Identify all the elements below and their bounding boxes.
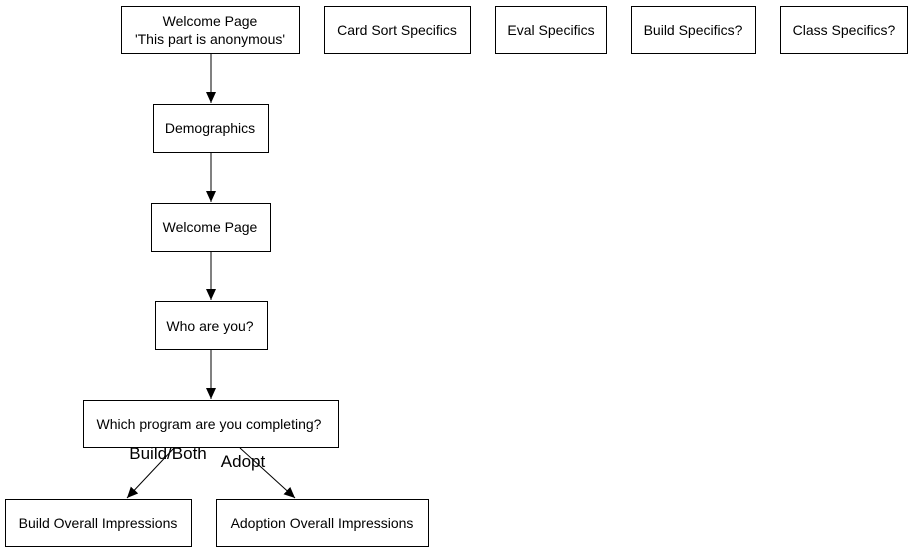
node-which-program: Which program are you completing? [83,400,339,448]
node-adoption-overall-impressions: Adoption Overall Impressions [216,499,429,547]
node-demographics: Demographics [153,104,269,153]
edge-which-to-build [126,447,175,499]
node-welcome-anonymous-subtitle: 'This part is anonymous' [135,31,285,47]
node-welcome-page-label: Welcome Page [163,219,258,235]
node-welcome-anonymous-title: Welcome Page [163,13,258,29]
edge-which-to-adoption [239,447,296,499]
edge-label-adopt: Adopt [221,452,266,471]
node-build-specifics-label: Build Specifics? [644,22,743,38]
node-who-are-you: Who are you? [155,301,268,350]
node-card-sort-specifics: Card Sort Specifics [324,6,471,54]
node-card-sort-specifics-label: Card Sort Specifics [337,22,457,38]
node-class-specifics-label: Class Specifics? [793,22,896,38]
node-build-specifics: Build Specifics? [631,6,756,54]
node-welcome-anonymous: Welcome Page 'This part is anonymous' [121,6,300,54]
edge-label-build-both: Build/Both [129,444,207,463]
node-build-overall-impressions: Build Overall Impressions [5,499,192,547]
node-adoption-overall-impressions-label: Adoption Overall Impressions [231,515,414,531]
node-which-program-label: Which program are you completing? [97,416,322,432]
node-eval-specifics: Eval Specifics [495,6,607,54]
node-eval-specifics-label: Eval Specifics [507,22,594,38]
node-build-overall-impressions-label: Build Overall Impressions [19,515,178,531]
node-class-specifics: Class Specifics? [780,6,908,54]
node-welcome-page: Welcome Page [151,203,271,252]
node-demographics-label: Demographics [165,120,255,136]
node-who-are-you-label: Who are you? [166,318,253,334]
